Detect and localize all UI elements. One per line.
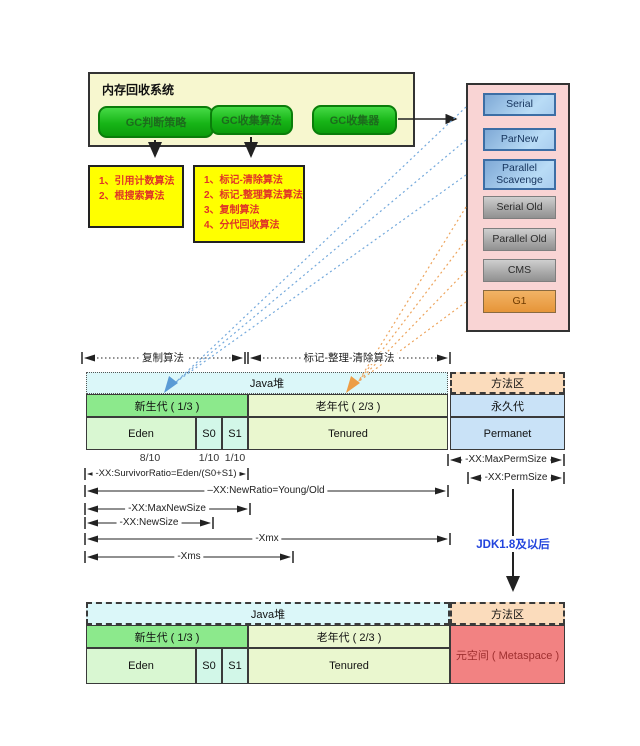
heap8-eden-cell: Eden — [86, 648, 196, 684]
collector-chip-parallel-old[interactable]: Parallel Old — [483, 228, 556, 251]
collector-chip-serial[interactable]: Serial — [483, 93, 556, 116]
heap7-perm-gen-cell: 永久代 — [450, 394, 565, 417]
collector-chip-parallel-scavenge[interactable]: Parallel Scavenge — [483, 159, 556, 190]
strategy-list-box: 1、引用计数算法 2、根搜索算法 — [88, 165, 184, 228]
heap7-old-gen-cell: 老年代 ( 2/3 ) — [248, 394, 448, 417]
heap7-method-area-cell: 方法区 — [450, 372, 565, 394]
gc-algorithm-button[interactable]: GC收集算法 — [210, 105, 293, 135]
flag-xmx: -Xmx — [252, 533, 282, 545]
heap7-s0-cell: S0 — [196, 417, 222, 450]
collector-chip-serial-old[interactable]: Serial Old — [483, 196, 556, 219]
heap7-tenured-cell: Tenured — [248, 417, 448, 450]
heap8-java-heap-cell: Java堆 — [86, 602, 450, 625]
heap7-s1-cell: S1 — [222, 417, 248, 450]
list-item: 1、引用计数算法 — [99, 176, 175, 187]
collector-chip-cms[interactable]: CMS — [483, 259, 556, 282]
flag-max-new-size: -XX:MaxNewSize — [125, 503, 209, 515]
memory-system-title: 内存回收系统 — [102, 83, 175, 97]
heap8-s1-cell: S1 — [222, 648, 248, 684]
flag-xms: -Xms — [174, 551, 204, 563]
list-item: 2、根搜索算法 — [99, 191, 165, 202]
s0-ratio-label: 1/10 — [198, 452, 220, 464]
list-item: 1、标记-清除算法 — [204, 175, 283, 186]
list-item: 4、分代回收算法 — [204, 220, 280, 231]
eden-ratio-label: 8/10 — [139, 452, 161, 464]
s1-ratio-label: 1/10 — [224, 452, 246, 464]
heap7-permanent-cell: Permanet — [450, 417, 565, 450]
copy-algorithm-span-label: 复制算法 — [139, 352, 187, 364]
flag-perm-size: -XX:PermSize — [481, 472, 551, 484]
heap8-old-gen-cell: 老年代 ( 2/3 ) — [248, 625, 450, 648]
jdk18-label: JDK1.8及以后 — [473, 536, 553, 552]
algorithm-list-box: 1、标记-清除算法 2、标记-整理算法算法 3、复制算法 4、分代回收算法 — [193, 165, 305, 243]
flag-survivor-ratio: -XX:SurvivorRatio=Eden/(S0+S1) — [92, 468, 240, 480]
heap7-young-gen-cell: 新生代 ( 1/3 ) — [86, 394, 248, 417]
heap8-tenured-cell: Tenured — [248, 648, 450, 684]
list-item: 3、复制算法 — [204, 205, 260, 216]
flag-new-size: -XX:NewSize — [116, 517, 182, 529]
flag-max-perm-size: -XX:MaxPermSize — [462, 454, 550, 466]
heap7-eden-cell: Eden — [86, 417, 196, 450]
heap8-method-area-cell: 方法区 — [450, 602, 565, 625]
heap8-young-gen-cell: 新生代 ( 1/3 ) — [86, 625, 248, 648]
gc-strategy-button[interactable]: GC判断策略 — [98, 106, 214, 138]
heap8-metaspace-cell: 元空间 ( Metaspace ) — [450, 625, 565, 684]
collector-chip-parnew[interactable]: ParNew — [483, 128, 556, 151]
heap7-java-heap-cell: Java堆 — [86, 372, 448, 394]
mark-sweep-compact-span-label: 标记-整理-清除算法 — [300, 352, 398, 364]
gc-collector-button[interactable]: GC收集器 — [312, 105, 397, 135]
collector-chip-g1[interactable]: G1 — [483, 290, 556, 313]
heap8-s0-cell: S0 — [196, 648, 222, 684]
flag-new-ratio: –XX:NewRatio=Young/Old — [204, 485, 328, 497]
list-item: 2、标记-整理算法算法 — [204, 190, 303, 201]
